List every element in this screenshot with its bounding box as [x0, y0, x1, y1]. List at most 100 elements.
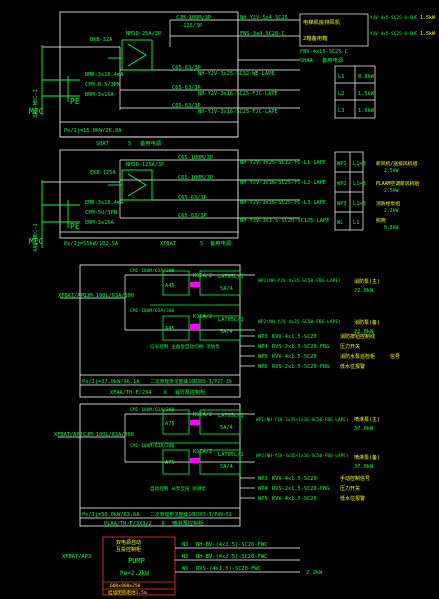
panel2-row-3-phase: L1+3 — [353, 201, 366, 207]
panel3-ctl-1-note: 消防按钮控制线 — [340, 333, 375, 340]
panel4-footer-text: 喷淋泵控制柜 — [172, 519, 204, 527]
panel2-out-4: C65-63/3P — [178, 213, 207, 219]
panel1-footer-num: 5 — [128, 141, 131, 147]
panel5-load: 2.2kW — [306, 570, 323, 576]
panel2-row-1-phase: L1+3 — [353, 161, 366, 167]
panel4-ctl-2-id: WP4 — [258, 486, 268, 492]
panel4-panel-note: 自动控制 从泵互投 喷淋泵 — [150, 485, 206, 492]
panel3-pe-label: Pe/Ij=37.0kW/96.1A — [82, 379, 140, 385]
panel4-kt-top: KSCA/2 — [193, 412, 212, 418]
panel1-out-3: C65-63/3P — [172, 103, 201, 109]
panel5-circuit-3-cable: RVS-(4x1.5)-SC20-FWC — [196, 566, 261, 572]
panel4-ctl-3-id: WP5 — [258, 496, 268, 502]
panel1-box-text: 备用电源 — [322, 56, 344, 64]
panel3-main: CJM-100L/63A/300 — [83, 293, 134, 299]
panel2-row-1-note: 新风机/送排风机组 — [376, 160, 417, 167]
panel2-row-4-load: 0.8kW — [384, 225, 399, 231]
panel1-rcd-b: CPM-0.5/3PN — [85, 82, 120, 88]
panel4-ctl-1-id: WP3 — [258, 476, 268, 482]
panel5-circuit-3-id: WC — [182, 566, 189, 572]
panel3-kt-top: KSCA/2 — [193, 273, 212, 279]
panel3-km-bot: LAT05L/1 — [218, 317, 244, 323]
panel3-ctl-2-cable: RVS-2x1.5-SC20-FBG — [272, 344, 329, 350]
panel3-ctl-4-cable: RVS-2x1.5-SC20-FBG — [272, 364, 329, 370]
panel5-circuit-2-cable: NH-BV-(4x2.5)-SC20-FWC — [196, 554, 267, 560]
panel3-footer-text: 消防泵控制柜 — [174, 388, 206, 396]
panel3-ctl-3-sub: 信号 — [390, 353, 400, 360]
panel5-circuit-1-id: N1 — [182, 542, 189, 548]
panel2-row-1-load: 2.5kW — [384, 168, 399, 174]
panel2-footer-text: 备用电源 — [210, 239, 232, 247]
panel2-row-2-note: PLAAM空调新风机组 — [376, 180, 419, 187]
panel3-footer-num: Ⅱ — [164, 390, 167, 396]
panel3-km-sub-bot: 5A/4 — [220, 329, 233, 335]
panel4-br-bot: CMI-100M/63A/300 — [130, 443, 174, 449]
panel2-row-4-phase: L1 — [353, 220, 359, 226]
panel3-kt-bot: KSCA/2 — [193, 314, 212, 320]
panel2-circuit-1: NH-YJV-3x25-SC32-FC-L1-LAPE — [240, 160, 326, 166]
panel1-main-switch: NM1D-25A/3P — [126, 31, 161, 37]
panel1-load-val-1: 0.8kW — [358, 74, 375, 80]
panel2-out-3: C65-63/3P — [178, 195, 207, 201]
panel1-load-1: L1 — [338, 74, 344, 80]
panel4-footer-code: 二次原理参见图集10D303-3/P49-51 — [150, 511, 232, 518]
panel2-footer: XFBAT — [160, 241, 177, 247]
panel1-top-cable-2: FNS-3x4-SC20-C — [240, 31, 285, 37]
panel1-note-2: 2箱备用箱 — [303, 34, 328, 42]
panel4-km-sub-top: 5A/4 — [220, 425, 233, 431]
panel3-circuit-2: WP2(NH-YJV-4x35-SC50-FBG-LAPE) — [258, 319, 341, 325]
panel1-feeder-sub: -125/3P — [180, 23, 202, 29]
panel5-size: 600x800x250 — [110, 583, 141, 589]
panel4-ctl-3-cable: KVV-4x1.5-SC20 — [272, 496, 317, 502]
panel5-pump: PUMP — [128, 557, 145, 565]
panel1-footer: SHAT — [96, 141, 110, 147]
panel4-pe-label: Pe/Ij=30.0kW/83.6A — [82, 512, 140, 518]
panel1-load-3: L3 — [338, 108, 344, 114]
panel1-code-2: YJV-4x5-SC25-U-SHE — [370, 31, 418, 37]
panel1-code-3: FNV-4x15-SC25-C — [300, 49, 348, 55]
panel2-row-3-note: 消防栓泵组 — [376, 200, 400, 207]
panel3-km-sub-top: 5A/4 — [220, 286, 233, 292]
panel4-km-sub-bot: 5A/4 — [220, 464, 233, 470]
panel5-tag: XFBAT/AP3 — [62, 554, 91, 560]
panel2-row-1-id: WP1 — [337, 161, 347, 167]
panel3-ctl-4-id: WP6 — [258, 364, 268, 370]
panel1-feeder: CJM-100M/3P — [176, 15, 211, 21]
panel1-footer-text: 备用电源 — [140, 139, 162, 147]
panel4-circuit-1: WP1(NH-YJV-3x35+1x16-SC50-FBG-LAPE) — [256, 417, 349, 423]
panel2-mec: MEC — [29, 237, 44, 246]
panel2-row-2-load: 2.5kW — [384, 188, 399, 194]
panel3-load-2-name: 消防泵(备) — [354, 319, 380, 326]
panel1-tag: 3AL-MEC-1 — [33, 89, 39, 118]
panel4-circuit-2: WP2(NH-YJV-3x35+1x16-SC50-FBG-LAPE) — [256, 453, 349, 459]
panel5-pe: Pe=2.2kW — [120, 570, 149, 577]
panel2-row-4-id: WL — [337, 220, 343, 226]
panel4-kt-bot: KSCA/2 — [193, 449, 212, 455]
panel1-out-1: C65-63/3P — [172, 65, 201, 71]
panel1-circuit-1: NH-YJV-3x25-SC32-WE-LAPE — [198, 71, 275, 77]
panel2-rcd-c: EKM-3x16A — [85, 220, 115, 226]
panel5-circuit-2-id: N2 — [182, 554, 189, 560]
panel3-footer: XFAA/TH-F/2X4 — [110, 390, 151, 396]
panel3-panel-note: 信号控制 主备泵自动切换 消防泵 — [150, 343, 220, 350]
panel2-tag: 4AL-MEC-1 — [33, 223, 39, 252]
panel1-top-load-1: 1.5kW — [420, 15, 436, 21]
panel4-load-1-name: 喷淋泵(主) — [354, 416, 380, 423]
panel2-circuit-2: NH-YJV-3x16-SC25-FC-L2-LAPE — [240, 180, 326, 186]
panel5-circuit-1-cable: NH-BV-(4x2.5)-SC20-FWC — [196, 542, 267, 548]
panel3-ctl-3-cable: KVV-4x1.5-SC20 — [272, 354, 317, 360]
panel1-pe: PE — [70, 97, 80, 106]
panel1-top-load-2: 1.5kW — [420, 31, 436, 37]
panel1-rcd-c: BKM-3x16A — [85, 92, 115, 98]
panel3-ctl-1-id: WP3 — [258, 334, 268, 340]
panel2-row-3-load: 2.2kW — [384, 208, 399, 214]
panel1-circuit-2: NH-YJV-3x16-SC25-FJC-LAPE — [198, 91, 278, 97]
panel3-ctl-2-note: 压力开关 — [340, 343, 360, 350]
panel1-load-2: L2 — [338, 91, 344, 97]
panel1-mec: MEC — [29, 107, 44, 116]
panel3-ctl-3-id: WP5 — [258, 354, 268, 360]
panel3-ctl-4-note: 低水位报警 — [340, 363, 365, 370]
panel3-circuit-1: WP1(NH-YJV-4x35-SC50-FBG-LAPE) — [258, 278, 341, 284]
panel4-a-top: A75 — [165, 421, 175, 427]
